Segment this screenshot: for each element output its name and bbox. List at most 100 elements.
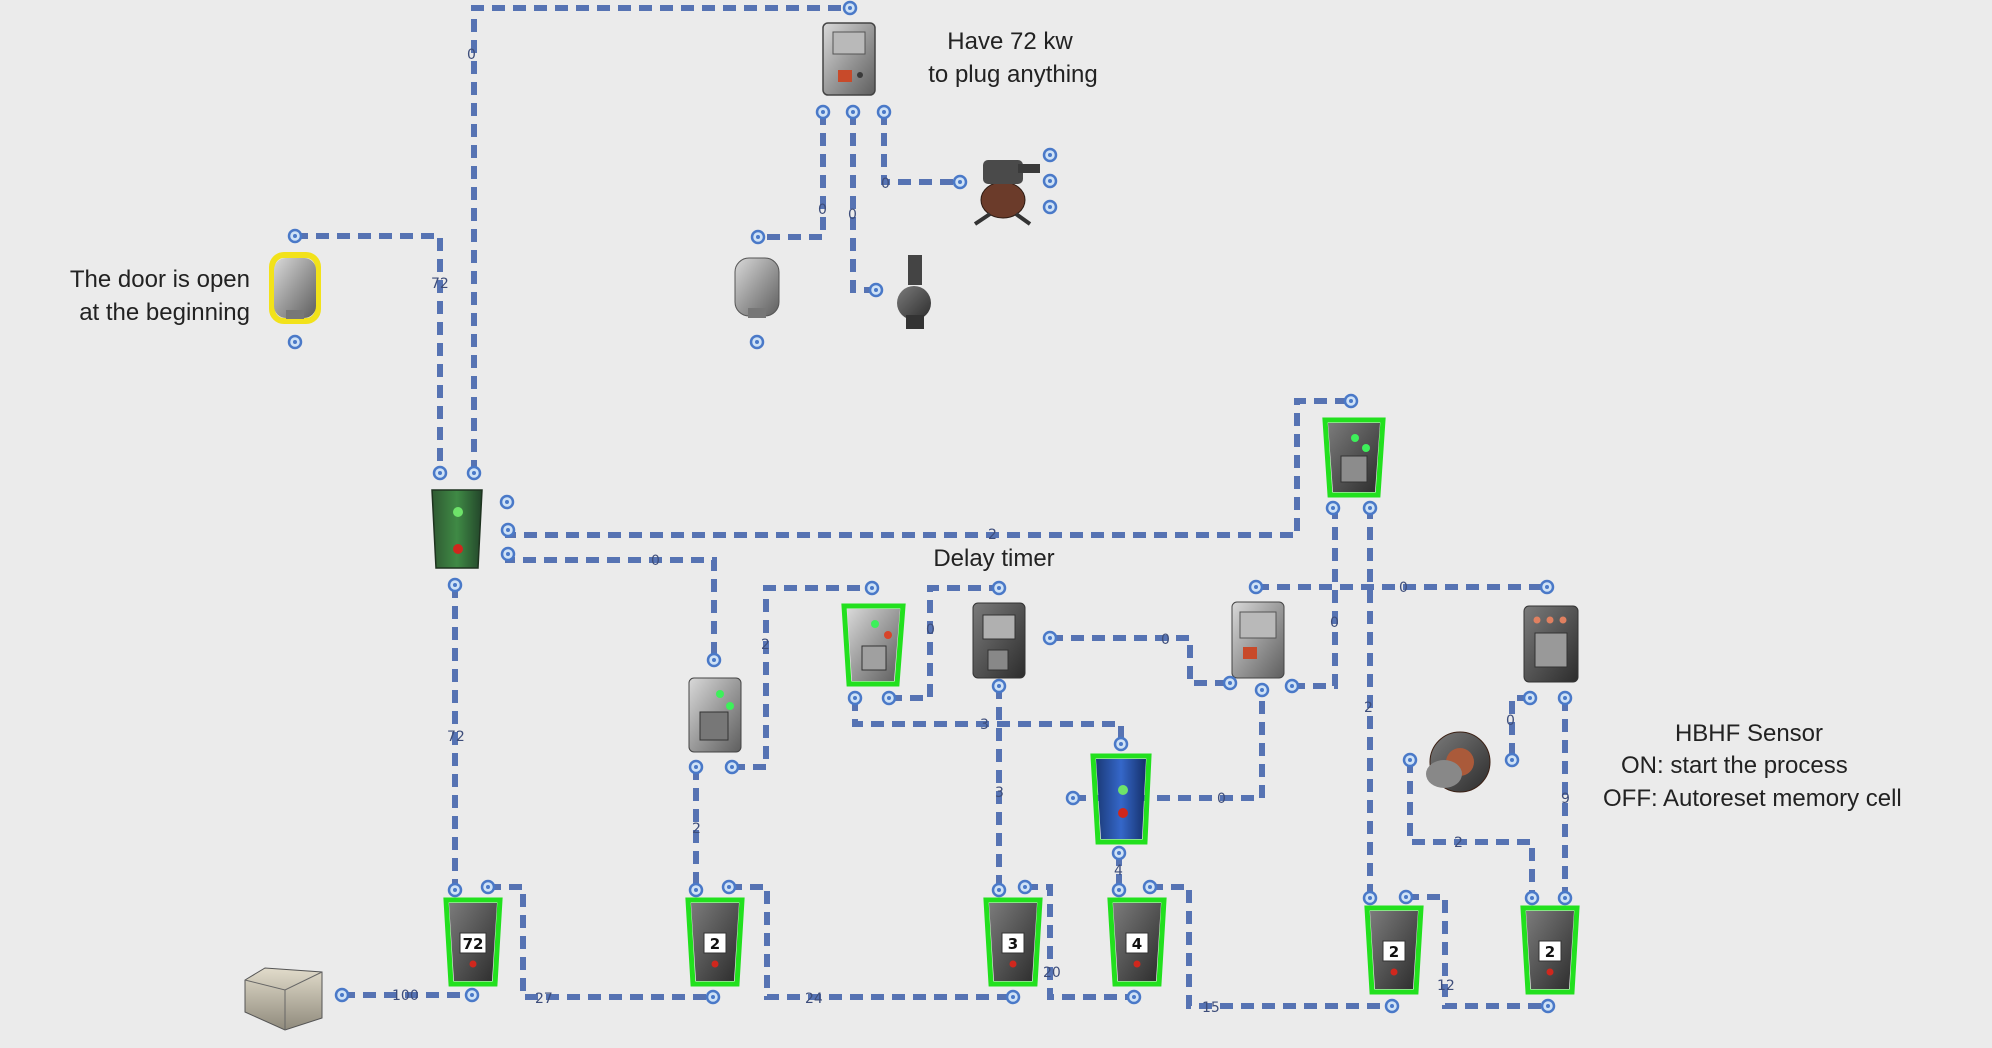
port-dot: [1563, 896, 1567, 900]
wire-label: 72: [431, 276, 449, 292]
wire-bottom-24[interactable]: [729, 884, 1013, 1000]
port-dot: [1290, 684, 1294, 688]
hbhf-sensor-icon[interactable]: [1426, 731, 1491, 793]
blue-relay[interactable]: [1090, 753, 1152, 845]
port-dot: [1368, 896, 1372, 900]
port-dot: [340, 993, 344, 997]
wire-label: 0: [1161, 632, 1170, 648]
wire-main-branch[interactable]: [505, 554, 717, 660]
wire-label: 0: [1506, 713, 1515, 729]
timer-switch[interactable]: [841, 603, 906, 687]
wire-top[interactable]: [471, 5, 850, 473]
counter-2b[interactable]: 2: [1364, 905, 1424, 995]
wire-bottom-15[interactable]: [1150, 884, 1392, 1009]
port-dot: [1117, 851, 1121, 855]
wire-label: 0: [1217, 791, 1226, 807]
port-dot: [1048, 153, 1052, 157]
port-dot: [712, 658, 716, 662]
wire-label: 27: [535, 991, 553, 1007]
port-dot: [848, 6, 852, 10]
port-dot: [711, 995, 715, 999]
wire-label: 2: [1364, 700, 1373, 716]
port-dot: [755, 340, 759, 344]
port-dot: [1117, 888, 1121, 892]
door-icon[interactable]: [269, 252, 321, 324]
memory-cell[interactable]: [431, 489, 483, 569]
wire-right-switch[interactable]: [1292, 506, 1338, 689]
delay-panel[interactable]: [972, 602, 1026, 679]
wire-label: 100: [392, 988, 419, 1004]
port-dot: [853, 696, 857, 700]
power-switch-panel[interactable]: [822, 22, 876, 96]
wire-label: 2: [761, 637, 770, 653]
port-dot: [756, 235, 760, 239]
note-power-line2: to plug anything: [928, 61, 1097, 88]
port-dot: [1404, 895, 1408, 899]
wire-switch-rocket[interactable]: [850, 112, 876, 293]
counter-2a[interactable]: 2: [685, 897, 745, 987]
port-dot: [1546, 1004, 1550, 1008]
port-dot: [1023, 885, 1027, 889]
port-dot: [470, 993, 474, 997]
wire-main-right[interactable]: [505, 398, 1351, 538]
port-dot: [997, 684, 1001, 688]
wire-label: 20: [1043, 965, 1061, 981]
port-dot: [1228, 681, 1232, 685]
wire-door[interactable]: [295, 233, 443, 473]
counter-4[interactable]: 4: [1107, 897, 1167, 987]
port-dot: [1390, 1004, 1394, 1008]
wire-sensor-small[interactable]: [1509, 695, 1530, 760]
wire-label: 4: [1114, 863, 1123, 879]
counter-72[interactable]: 72: [443, 897, 503, 987]
wire-label: 0: [818, 202, 827, 218]
wire-timer-bottom[interactable]: [852, 698, 1124, 744]
ports: [287, 0, 1573, 1014]
port-dot: [472, 471, 476, 475]
wire-label: 3: [995, 785, 1004, 801]
port-dot: [506, 528, 510, 532]
wire-switch-turret[interactable]: [881, 112, 960, 185]
counter-value: 2: [710, 935, 720, 953]
wire-bottom-12[interactable]: [1406, 894, 1548, 1009]
wire-label: 9: [1561, 791, 1570, 807]
port-dot: [1331, 506, 1335, 510]
port-dot: [1528, 696, 1532, 700]
wire-timer-mid[interactable]: [889, 585, 999, 701]
counter-value: 2: [1545, 943, 1555, 961]
wire-panel-right[interactable]: [1050, 635, 1230, 686]
port-dot: [1349, 399, 1353, 403]
sensor-panel[interactable]: [1523, 605, 1579, 683]
lamp-icon[interactable]: [734, 257, 780, 318]
port-dot: [997, 888, 1001, 892]
note-sensor-line3: OFF: Autoreset memory cell: [1603, 785, 1902, 812]
battery-crate-icon[interactable]: [244, 967, 323, 1031]
counter-2c[interactable]: 2: [1520, 905, 1580, 995]
output-panel[interactable]: [1231, 601, 1285, 679]
port-dot: [1530, 896, 1534, 900]
wire-label: 3: [980, 717, 989, 733]
notes: Have 72 kw to plug anything The door is …: [70, 28, 1902, 812]
port-dot: [1048, 636, 1052, 640]
note-power-line1: Have 72 kw: [947, 28, 1073, 55]
wire-switch-down[interactable]: [758, 112, 826, 240]
port-dot: [1119, 742, 1123, 746]
wire-bottom-20[interactable]: [1025, 884, 1134, 1000]
port-dot: [870, 586, 874, 590]
turret-icon[interactable]: [973, 160, 1040, 226]
port-dot: [1048, 179, 1052, 183]
and-switch-top[interactable]: [1322, 417, 1386, 498]
port-dot: [438, 471, 442, 475]
note-door-line1: The door is open: [70, 266, 250, 293]
counter-value: 72: [463, 935, 484, 953]
wire-sensor-bottom[interactable]: [1407, 760, 1535, 898]
wire-bottom-27[interactable]: [488, 884, 713, 1000]
port-dot: [293, 340, 297, 344]
counter-3[interactable]: 3: [983, 897, 1043, 987]
branch-switch[interactable]: [688, 677, 742, 753]
port-dot: [730, 765, 734, 769]
port-dot: [727, 885, 731, 889]
igniter-icon[interactable]: [897, 255, 931, 329]
port-dot: [1071, 796, 1075, 800]
port-dot: [1368, 506, 1372, 510]
